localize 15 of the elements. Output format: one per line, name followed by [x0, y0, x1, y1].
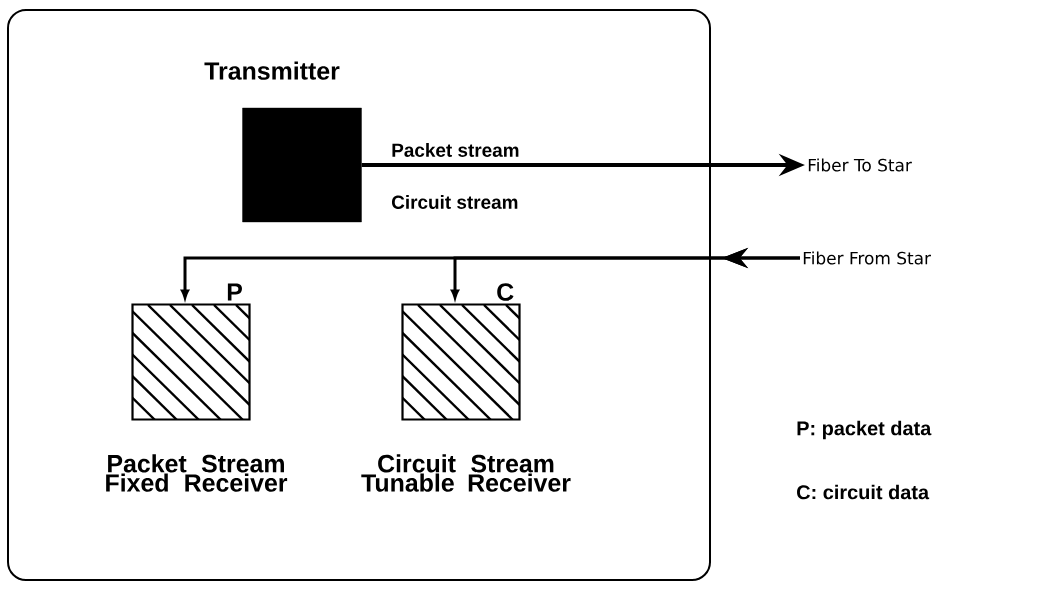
receiver-box: Circuit Stream Tunable Receiver — [361, 303, 571, 492]
node-label: Transmitter — [204, 61, 340, 80]
legend-text: C: circuit data — [797, 484, 930, 500]
edge-label: P — [225, 282, 244, 302]
edge-label: C — [495, 282, 516, 302]
fiber-label: Fiber To Star — [808, 158, 912, 172]
fiber-label: Fiber From Star — [803, 251, 931, 265]
transmitter-box: Transmitter — [204, 61, 362, 223]
enclosure-box — [7, 9, 711, 581]
node-label: Packet Stream Fixed Receiver — [106, 454, 288, 492]
receiver-box: Packet Stream Fixed Receiver — [106, 303, 288, 492]
node-label: Circuit Stream Tunable Receiver — [361, 454, 571, 492]
edge-label: Packet stream — [390, 142, 521, 158]
legend-text: P: packet data — [797, 420, 932, 440]
stream-label: Circuit stream — [392, 195, 518, 209]
